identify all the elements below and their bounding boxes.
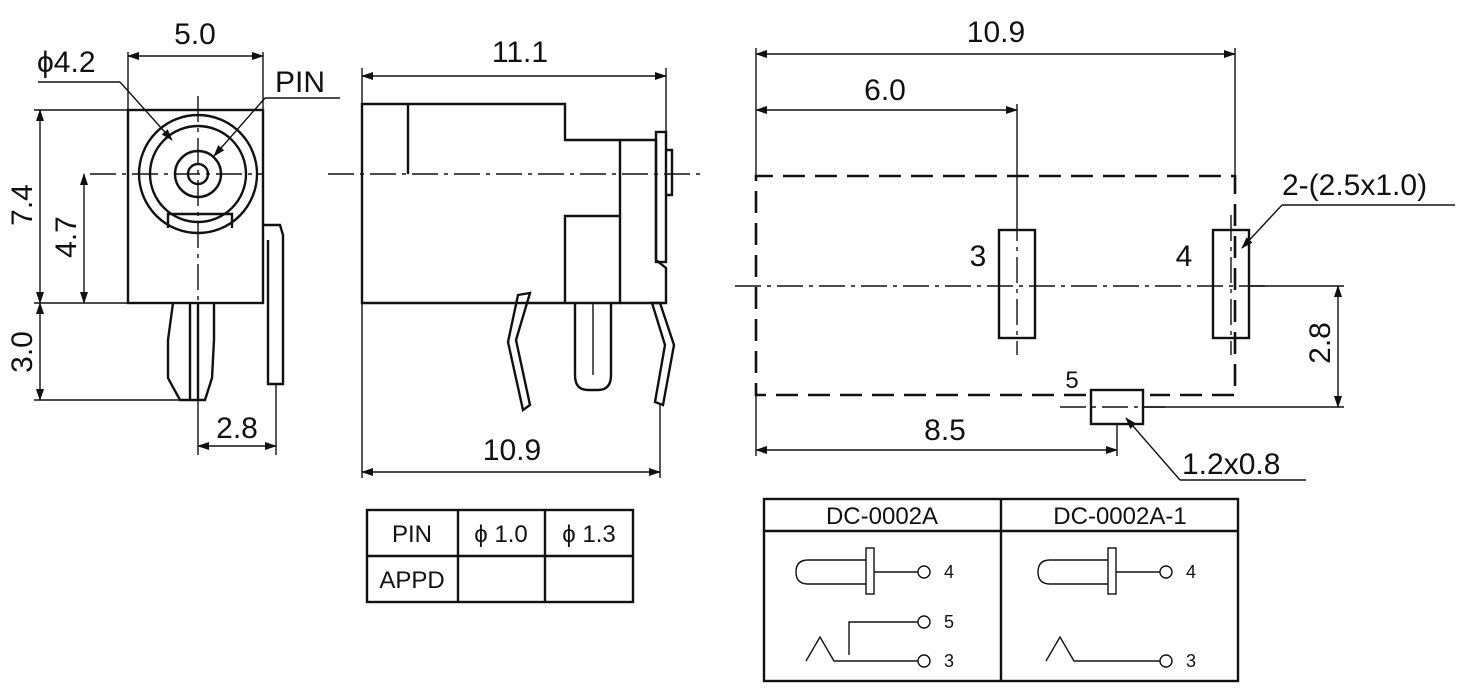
pin-table-header-pin: PIN (392, 521, 432, 548)
dim-pin3-offset-label: 6.0 (864, 74, 906, 107)
footprint-outline (754, 174, 1237, 397)
side-front-plate (654, 130, 668, 264)
slot-callout-label: 2-(2.5x1.0) (1282, 169, 1427, 202)
model-a-title: DC-0002A (826, 503, 938, 530)
dim-height-center-label: 4.7 (50, 216, 83, 258)
pin-table-header-2: ϕ 1.3 (562, 521, 615, 548)
side-flange (620, 138, 668, 305)
schematic-a-pin-5: 5 (944, 612, 954, 632)
front-body-outline (126, 108, 265, 305)
pin-table: PIN ϕ 1.0 ϕ 1.3 APPD (365, 508, 635, 604)
schematic-b-plug (1037, 559, 1108, 585)
pin-table-row-label: APPD (379, 567, 444, 594)
side-right-pin (650, 301, 676, 407)
dim-total-label: 10.9 (967, 16, 1025, 49)
dim-pin-length-label: 3.0 (6, 331, 39, 373)
side-left-pin (506, 291, 532, 413)
schematic-a-pin-3: 3 (944, 651, 954, 671)
schematic-b-flange (1107, 547, 1117, 595)
pad-callout-label: 1.2x0.8 (1182, 448, 1280, 481)
side-step (563, 214, 620, 303)
schematic-b: 4 3 (1037, 547, 1196, 671)
pin5-label: 5 (1065, 367, 1078, 394)
footprint-view: 3 4 5 10.9 6.0 8.5 2.8 2-(2.5x1.0) 1.2x0… (735, 16, 1455, 481)
schematic-a-pin-4: 4 (944, 562, 954, 582)
dim-pin-spacing-label: 2.8 (1304, 322, 1337, 364)
schematic-a-terminal-4 (917, 565, 931, 579)
side-body-outline (360, 102, 622, 305)
front-pin-lead (166, 302, 216, 402)
front-side-spring (263, 223, 285, 386)
pin4-label: 4 (1176, 240, 1193, 273)
schematic-b-terminal-3 (1159, 654, 1173, 668)
schematic-a-terminal-5 (917, 615, 931, 629)
schematic-a-wire-5 (848, 621, 918, 655)
schematic-b-pin-3: 3 (1186, 651, 1196, 671)
pin-table-header-1: ϕ 1.0 (474, 521, 527, 548)
schematic-a-terminal-3 (917, 654, 931, 668)
schematic-a-plug (795, 559, 866, 585)
model-table: DC-0002A DC-0002A-1 4 5 3 4 3 (762, 497, 1240, 683)
leader-pad (1125, 417, 1181, 481)
leader-pin (213, 97, 266, 157)
schematic-b-wire-3 (1045, 635, 1160, 662)
schematic-a-flange (865, 547, 875, 595)
leader-hole (119, 81, 173, 141)
side-view: 11.1 10.9 (328, 36, 706, 478)
leader-slot (1241, 204, 1283, 249)
dim-pin-offset-label: 2.8 (216, 412, 258, 445)
dim-length-total-label: 11.1 (492, 36, 548, 69)
side-nub (666, 148, 674, 197)
dim-hole-label: ϕ4.2 (37, 46, 96, 79)
schematic-a: 4 5 3 (795, 547, 954, 671)
schematic-a-wire-3 (805, 635, 918, 662)
dim-length-base-label: 10.9 (483, 434, 541, 467)
model-b-title: DC-0002A-1 (1053, 503, 1186, 530)
dim-width-label: 5.0 (174, 18, 216, 51)
schematic-b-pin-4: 4 (1186, 562, 1196, 582)
dim-height-total-label: 7.4 (6, 184, 39, 226)
front-view: 5.0 ϕ4.2 PIN 7.4 4.7 3.0 2.8 (6, 18, 340, 455)
dim-pin5-offset-label: 8.5 (924, 414, 966, 447)
schematic-b-terminal-4 (1159, 565, 1173, 579)
pin3-label: 3 (970, 240, 987, 273)
side-center-pin (573, 303, 613, 392)
pin-label: PIN (275, 66, 325, 99)
front-lower-tab (166, 212, 234, 228)
